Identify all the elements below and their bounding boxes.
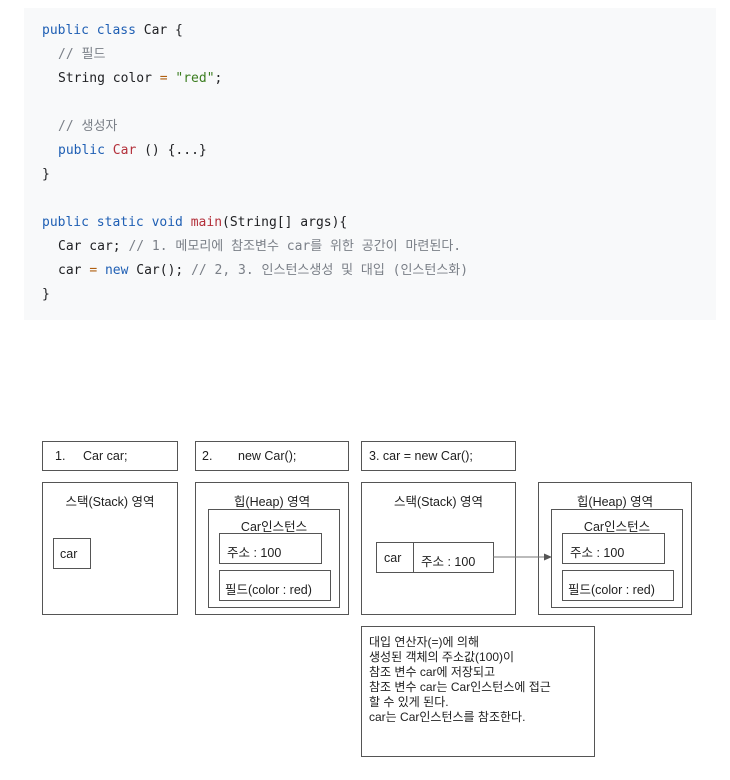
code-block: public class Car { // 필드 String color = … [24, 8, 716, 320]
note-line: 생성된 객체의 주소값(100)이 [369, 650, 515, 664]
step1-box: 1. Car car; [42, 441, 178, 471]
heap-area-step3: 힙(Heap) 영역 Car인스턴스 주소 : 100 필드(color : r… [538, 482, 692, 615]
code-function-name: Car [112, 143, 137, 158]
code-text: Car { [135, 23, 183, 38]
car-reference-address: 주소 : 100 [421, 555, 476, 569]
heap-area-step2: 힙(Heap) 영역 Car인스턴스 주소 : 100 필드(color : r… [195, 482, 349, 615]
heap-area-title: 힙(Heap) 영역 [233, 495, 311, 509]
explanation-text: 대입 연산자(=)에 의해 생성된 객체의 주소값(100)이 참조 변수 ca… [369, 635, 551, 725]
arrow-head [544, 553, 552, 561]
step2-number: 2. [202, 449, 213, 463]
step3-box: 3. car = new Car(); [361, 441, 516, 471]
code-text: Car car; [58, 239, 129, 254]
code-text: } [42, 287, 50, 302]
code-comment-constructor: // 생성자 [58, 118, 117, 136]
note-line: 할 수 있게 된다. [369, 695, 449, 709]
code-text: } [42, 167, 50, 182]
code-line-instantiate: car = new Car(); // 2, 3. 인스턴스생성 및 대입 (인… [58, 262, 468, 280]
car-variable-label: car [60, 547, 78, 561]
code-line-main-decl: public static void main(String[] args){ [42, 214, 347, 232]
step1-number: 1. [55, 449, 66, 463]
code-comment-field: // 필드 [58, 46, 105, 64]
step2-box: 2. new Car(); [195, 441, 349, 471]
field-box: 필드(color : red) [219, 570, 331, 601]
code-comment: // 1. 메모리에 참조변수 car를 위한 공간이 마련된다. [128, 239, 462, 254]
code-line-main-close: } [42, 286, 50, 304]
car-instance-box: Car인스턴스 주소 : 100 필드(color : red) [551, 509, 683, 608]
code-text: car [58, 263, 90, 278]
stack-area-step1: 스택(Stack) 영역 car [42, 482, 178, 615]
code-line-field: String color = "red"; [58, 70, 222, 88]
code-line-class-close: } [42, 166, 50, 184]
car-reference-box: car 주소 : 100 [376, 542, 494, 573]
stack-area-title: 스택(Stack) 영역 [393, 495, 484, 509]
address-label: 주소 : 100 [227, 546, 282, 560]
code-operator: = [159, 71, 168, 86]
code-keyword: public class [42, 23, 136, 38]
address-box: 주소 : 100 [562, 533, 665, 564]
reference-divider [413, 543, 414, 572]
note-line: 참조 변수 car에 저장되고 [369, 665, 496, 679]
note-line: car는 Car인스턴스를 참조한다. [369, 710, 526, 724]
note-line: 참조 변수 car는 Car인스턴스에 접근 [369, 680, 551, 694]
car-instance-box: Car인스턴스 주소 : 100 필드(color : red) [208, 509, 340, 608]
field-label: 필드(color : red) [568, 583, 655, 597]
heap-area-title: 힙(Heap) 영역 [576, 495, 654, 509]
code-comment: // 생성자 [58, 119, 118, 134]
stack-area-title: 스택(Stack) 영역 [65, 495, 155, 509]
note-line: 대입 연산자(=)에 의해 [369, 635, 479, 649]
code-keyword: new [104, 263, 129, 278]
address-box: 주소 : 100 [219, 533, 322, 564]
code-comment: // 필드 [58, 47, 106, 62]
car-instance-title: Car인스턴스 [583, 520, 651, 534]
field-label: 필드(color : red) [225, 583, 312, 597]
code-line-class-decl: public class Car { [42, 22, 183, 40]
field-box: 필드(color : red) [562, 570, 674, 601]
code-text: Car(); [128, 263, 192, 278]
code-text: (String[] args){ [222, 215, 348, 230]
explanation-note: 대입 연산자(=)에 의해 생성된 객체의 주소값(100)이 참조 변수 ca… [361, 626, 595, 757]
step2-code: new Car(); [238, 449, 297, 463]
code-keyword: public [58, 143, 105, 158]
car-instance-title: Car인스턴스 [240, 520, 308, 534]
stack-area-step3: 스택(Stack) 영역 car 주소 : 100 [361, 482, 516, 615]
code-line-declare-car: Car car; // 1. 메모리에 참조변수 car를 위한 공간이 마련된… [58, 238, 461, 256]
code-string: "red" [175, 71, 215, 86]
step3-code: 3. car = new Car(); [369, 449, 473, 463]
code-text: ; [214, 71, 223, 86]
code-keyword: public static void [42, 215, 183, 230]
code-line-constructor: public Car () {...} [58, 142, 207, 160]
code-text: () {...} [136, 143, 207, 158]
code-operator: = [89, 263, 98, 278]
car-reference-label: car [384, 551, 402, 565]
address-label: 주소 : 100 [570, 546, 625, 560]
code-text: String color [58, 71, 160, 86]
step1-code: Car car; [83, 449, 128, 463]
code-comment: // 2, 3. 인스턴스생성 및 대입 (인스턴스화) [191, 263, 469, 278]
car-variable-box: car [53, 538, 91, 569]
code-function-name: main [190, 215, 223, 230]
